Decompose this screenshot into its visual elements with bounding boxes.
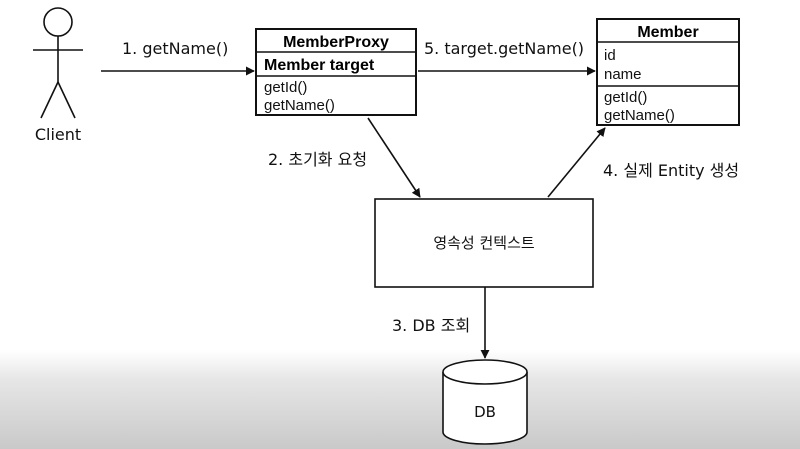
step-2-label: 2. 초기화 요청 bbox=[268, 150, 367, 169]
member-proxy-method: getName() bbox=[264, 97, 335, 114]
arrow-init-request bbox=[367, 117, 421, 198]
member-method: getId() bbox=[604, 89, 647, 106]
step-4-label: 4. 실제 Entity 생성 bbox=[603, 161, 739, 180]
client-label: Client bbox=[35, 125, 81, 144]
member-method: getName() bbox=[604, 107, 675, 124]
arrow-create-entity bbox=[547, 127, 606, 198]
database-top bbox=[442, 359, 528, 385]
member-proxy-class: MemberProxy Member target getId() getNam… bbox=[255, 28, 417, 116]
step-1-label: 1. getName() bbox=[122, 39, 228, 58]
step-3-label: 3. DB 조회 bbox=[392, 316, 470, 335]
member-title: Member bbox=[637, 24, 698, 41]
member-field: name bbox=[604, 66, 642, 83]
member-proxy-method: getId() bbox=[264, 79, 307, 96]
persistence-context-label: 영속성 컨텍스트 bbox=[433, 234, 535, 252]
client-left-leg bbox=[40, 81, 59, 119]
database: DB bbox=[442, 359, 528, 445]
persistence-context: 영속성 컨텍스트 bbox=[374, 198, 594, 288]
persistence-context-box bbox=[374, 198, 594, 288]
member-field: id bbox=[604, 47, 616, 64]
member-proxy-title: MemberProxy bbox=[283, 34, 389, 51]
member-proxy-box bbox=[255, 28, 417, 116]
member-box bbox=[596, 18, 740, 126]
member-class: Member id name getId() getName() bbox=[596, 18, 740, 126]
client-right-leg bbox=[57, 81, 76, 119]
database-body bbox=[442, 372, 528, 445]
database-label: DB bbox=[474, 403, 496, 421]
client-head bbox=[43, 7, 73, 37]
step-5-label: 5. target.getName() bbox=[424, 39, 584, 58]
member-proxy-field: Member target bbox=[264, 57, 375, 74]
client-actor bbox=[33, 7, 83, 119]
